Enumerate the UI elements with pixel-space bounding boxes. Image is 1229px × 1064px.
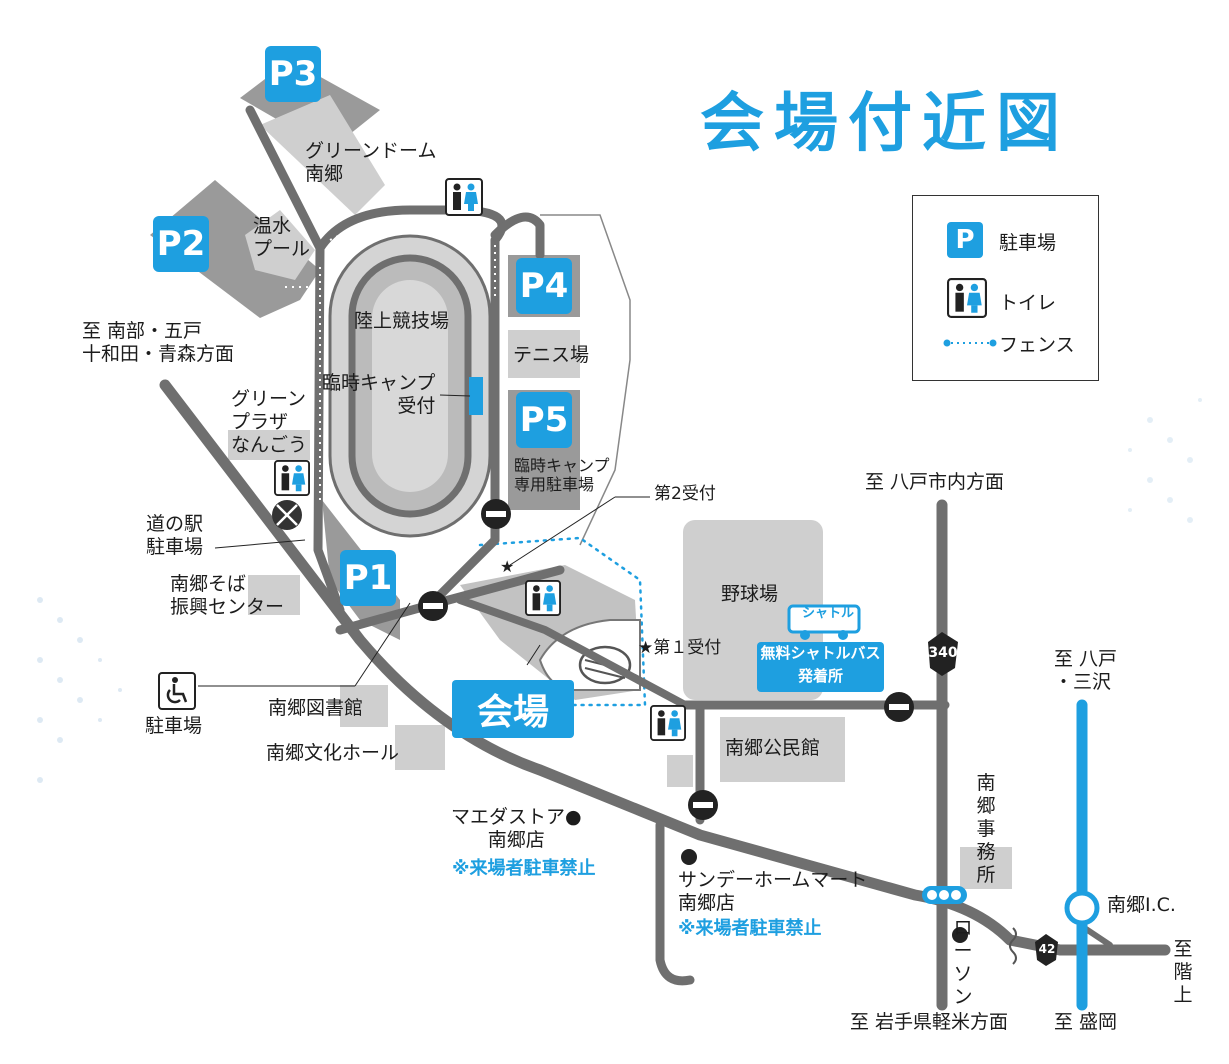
legend-fence-label: フェンス (999, 334, 1075, 356)
culture-hall-label: 南郷文化ホール (266, 742, 400, 764)
office-label: 南郷事務所 (976, 772, 996, 886)
soba-center-building (248, 575, 300, 615)
maeda-no-parking-note: ※来場者駐車禁止 (452, 858, 596, 879)
accessible-parking-label: 駐車場 (145, 715, 203, 737)
athletics-label: 陸上競技場 (354, 310, 450, 332)
shuttle-line2: 発着所 (797, 667, 843, 685)
shop-dots (681, 849, 968, 943)
sunday-store-label: サンデーホームマート 南郷店 (678, 869, 868, 914)
soba-center-label: 南郷そば 振興センター (170, 573, 285, 618)
p3-badge: P3 (265, 46, 321, 102)
shuttle-sign-text: シャトル (802, 606, 855, 621)
main-road (159, 379, 1171, 956)
toilet-icon (650, 705, 686, 741)
athletics-field (372, 280, 448, 492)
second-reception-label: 第2受付 (654, 484, 716, 504)
p4-badge: P4 (516, 258, 572, 314)
road-break-mark (1009, 927, 1017, 965)
hot-pool-building (245, 210, 315, 280)
shuttle-stop: 無料シャトルバス 発着所 (757, 642, 884, 692)
road-sunday (655, 820, 695, 986)
background-dots-right (1128, 398, 1202, 523)
direction-northwest: 至 南部・五戸 十和田・青森方面 (82, 320, 235, 365)
p5-badge: P5 (516, 392, 572, 448)
map-title: 会場付近図 (700, 87, 1070, 161)
green-dome-building (260, 95, 385, 215)
legend-toilet-label: トイレ (999, 292, 1057, 314)
nango-ic-label: 南郷I.C. (1107, 894, 1176, 916)
toilet-legend-icon (947, 278, 987, 318)
p2-parking-area (150, 180, 320, 318)
legend: P 駐車場 トイレ フェンス (912, 195, 1099, 381)
nango-ic-marker (1064, 890, 1100, 926)
road-west-loop (245, 105, 345, 615)
toilet-icon (445, 178, 483, 216)
legend-parking-label: 駐車場 (999, 232, 1057, 254)
bus-icon (787, 604, 861, 640)
small-building (667, 755, 693, 787)
baseball-label: 野球場 (721, 583, 779, 605)
direction-hashikami: 至階上 (1173, 938, 1193, 1006)
first-reception-label: ★第１受付 (638, 638, 722, 658)
fence-legend-icon (943, 339, 997, 347)
community-hall-building (720, 717, 845, 782)
culture-hall-building (395, 725, 445, 770)
wheelchair-icon (158, 672, 196, 710)
community-hall-label: 南郷公民館 (725, 737, 821, 759)
road-venue-south (456, 596, 689, 709)
road-venue-link (425, 565, 565, 610)
tennis-label: テニス場 (513, 344, 590, 366)
michinoeki-parking-label: 道の駅 駐車場 (146, 513, 204, 558)
hot-pool-label: 温水 プール (253, 215, 311, 260)
leader-lines (198, 394, 650, 687)
background-dots-left (37, 597, 122, 783)
route-340-number: 340 (928, 645, 958, 661)
direction-hachinohe-city: 至 八戸市内方面 (865, 471, 1005, 493)
green-plaza-building (228, 430, 310, 460)
tennis-court-area (508, 330, 580, 378)
shuttle-line1: 無料シャトルバス (760, 644, 881, 662)
lawson-label: ローソン (953, 917, 973, 1008)
direction-morioka: 至 盛岡 (1054, 1011, 1118, 1033)
toilet-icon (274, 460, 310, 496)
green-dome-label: グリーンドーム 南郷 (305, 140, 437, 185)
maeda-store-label: マエダストア● 南郷店 (451, 806, 582, 851)
venue-fence-line (478, 536, 647, 707)
route-42-shield (1035, 934, 1058, 966)
second-reception-star: ★ (500, 557, 514, 576)
library-building (340, 685, 388, 727)
road-p4-spur (490, 212, 545, 260)
direction-iwate: 至 岩手県軽米方面 (850, 1011, 1009, 1033)
parking-legend-icon: P (947, 222, 983, 258)
direction-hachinohe-misawa: 至 八戸 ・三沢 (1054, 648, 1118, 693)
temp-camp-reception-label: 臨時キャンプ 受付 (322, 372, 436, 417)
temp-camp-reception-marker (469, 377, 483, 415)
p2-badge: P2 (153, 216, 209, 272)
route-340-shield (928, 632, 958, 676)
office-building (960, 847, 1012, 889)
p1-badge: P1 (340, 550, 396, 606)
no-entry-signs (418, 499, 914, 820)
green-plaza-label: グリーン プラザ なんごう (231, 388, 308, 456)
venue-label: 会場 (452, 680, 574, 738)
sunday-no-parking-note: ※来場者駐車禁止 (678, 918, 822, 939)
route-42-number: 42 (1038, 942, 1056, 956)
camp-parking-label: 臨時キャンプ 専用駐車場 (514, 456, 610, 495)
toilet-icon (525, 580, 561, 616)
library-label: 南郷図書館 (268, 697, 364, 719)
area-outline (540, 214, 631, 546)
